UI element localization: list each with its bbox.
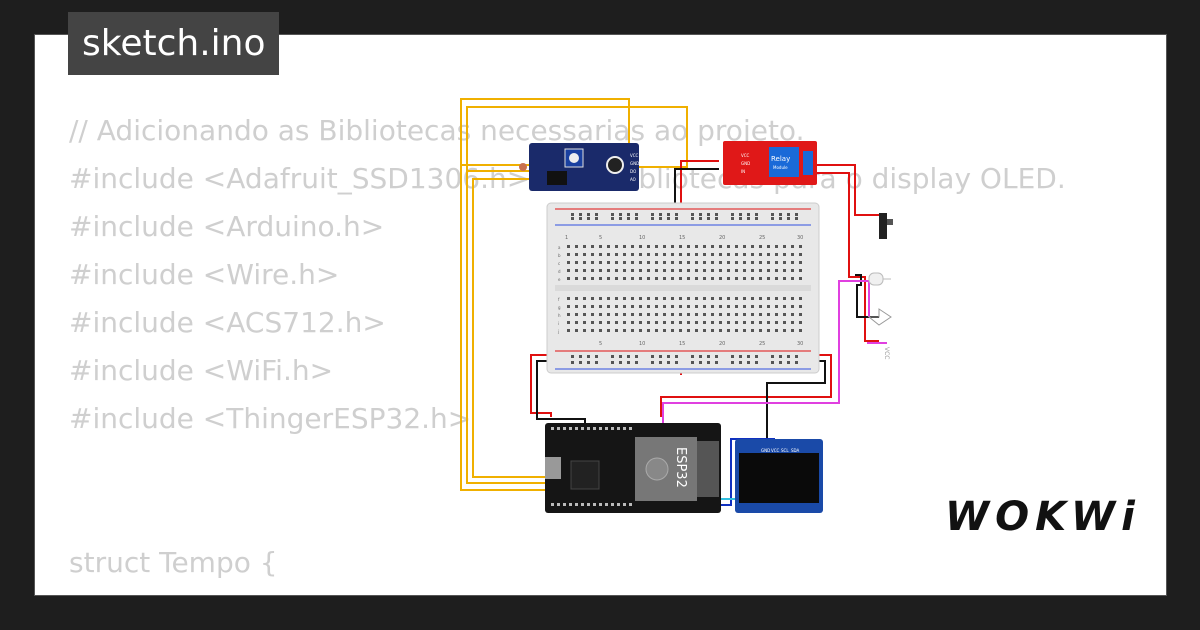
ldr-pin-label: VCC bbox=[630, 153, 639, 158]
esp32-board[interactable]: ESP32 bbox=[545, 423, 721, 513]
preview-card: // Adicionando as Bibliotecas necessaria… bbox=[34, 34, 1167, 596]
column-label: 10 bbox=[639, 341, 645, 347]
column-label: 10 bbox=[639, 235, 645, 241]
vcc-label: VCC bbox=[883, 347, 890, 359]
code-line: #include <WiFi.h> bbox=[69, 354, 334, 387]
row-label: e bbox=[558, 277, 561, 282]
row-label: a bbox=[558, 245, 561, 250]
esp32-label: ESP32 bbox=[673, 447, 688, 488]
ldr-pin-label: AO bbox=[630, 177, 636, 182]
code-line: int dia; // Adicionando uma estrutura pa… bbox=[69, 594, 809, 595]
row-label: f bbox=[558, 297, 560, 302]
row-label: i bbox=[558, 321, 559, 326]
column-label: 30 bbox=[797, 341, 803, 347]
code-line: #include <ThingerESP32.h> bbox=[69, 402, 472, 435]
wire-yellow bbox=[466, 106, 688, 171]
code-line: #include <Arduino.h> bbox=[69, 210, 385, 243]
row-label: g bbox=[558, 305, 561, 310]
column-label: 1 bbox=[565, 235, 568, 241]
oled-pin-label: SCL bbox=[781, 448, 789, 453]
wire-black bbox=[855, 274, 879, 318]
oled-pin-label: VCC bbox=[771, 448, 780, 453]
ground-symbol bbox=[867, 308, 892, 326]
relay-subtitle: Module bbox=[773, 165, 788, 170]
wokwi-logo: WOKWi bbox=[945, 494, 1141, 540]
oled-display[interactable]: GND VCC SCL SDA bbox=[735, 439, 823, 513]
column-label: 15 bbox=[679, 235, 685, 241]
oled-pin-label: GND bbox=[761, 448, 770, 453]
ldr-pin-label: DO bbox=[630, 169, 636, 174]
wire-magenta bbox=[662, 280, 870, 441]
column-label: 15 bbox=[679, 341, 685, 347]
column-label: 20 bbox=[719, 341, 725, 347]
relay-pin-label: GND bbox=[741, 161, 750, 166]
wire-red bbox=[530, 354, 555, 417]
esp32-pin-headers bbox=[551, 427, 632, 506]
wire-red bbox=[660, 354, 832, 417]
code-line: #include <Wire.h> bbox=[69, 258, 340, 291]
file-name-tab: sketch.ino bbox=[68, 12, 280, 75]
wire-red bbox=[815, 164, 883, 216]
column-label: 25 bbox=[759, 235, 765, 241]
row-label: d bbox=[558, 269, 561, 274]
relay-pin-label: VCC bbox=[741, 153, 750, 158]
column-label: 5 bbox=[599, 341, 602, 347]
relay-title: Relay bbox=[771, 155, 790, 163]
oled-pin-label: SDA bbox=[791, 448, 800, 453]
column-label: 20 bbox=[719, 235, 725, 241]
circuit-diagram: VCC GND DO AO Relay Module VCC GND IN 1 … bbox=[460, 98, 893, 513]
code-line: struct Tempo { bbox=[69, 546, 278, 579]
column-label: 30 bbox=[797, 235, 803, 241]
code-line: #include <ACS712.h> bbox=[69, 306, 386, 339]
row-label: b bbox=[558, 253, 561, 258]
row-label: h bbox=[558, 313, 561, 318]
relay-pin-label: IN bbox=[741, 169, 745, 174]
column-label: 25 bbox=[759, 341, 765, 347]
row-label: c bbox=[558, 261, 560, 266]
breadboard-holes bbox=[567, 213, 802, 364]
wire-red bbox=[815, 172, 879, 342]
slide-switch[interactable] bbox=[879, 213, 893, 239]
wire-yellow bbox=[472, 178, 605, 478]
breadboard[interactable]: 1 5 10 15 20 25 30 5 10 15 20 25 30 a b … bbox=[546, 202, 820, 374]
ldr-pin-label: GND bbox=[630, 161, 639, 166]
led[interactable] bbox=[868, 272, 891, 286]
column-label: 5 bbox=[599, 235, 602, 241]
relay-module[interactable]: Relay Module VCC GND IN bbox=[723, 141, 817, 185]
ldr-module[interactable]: VCC GND DO AO bbox=[519, 143, 639, 191]
row-label: j bbox=[557, 329, 559, 334]
